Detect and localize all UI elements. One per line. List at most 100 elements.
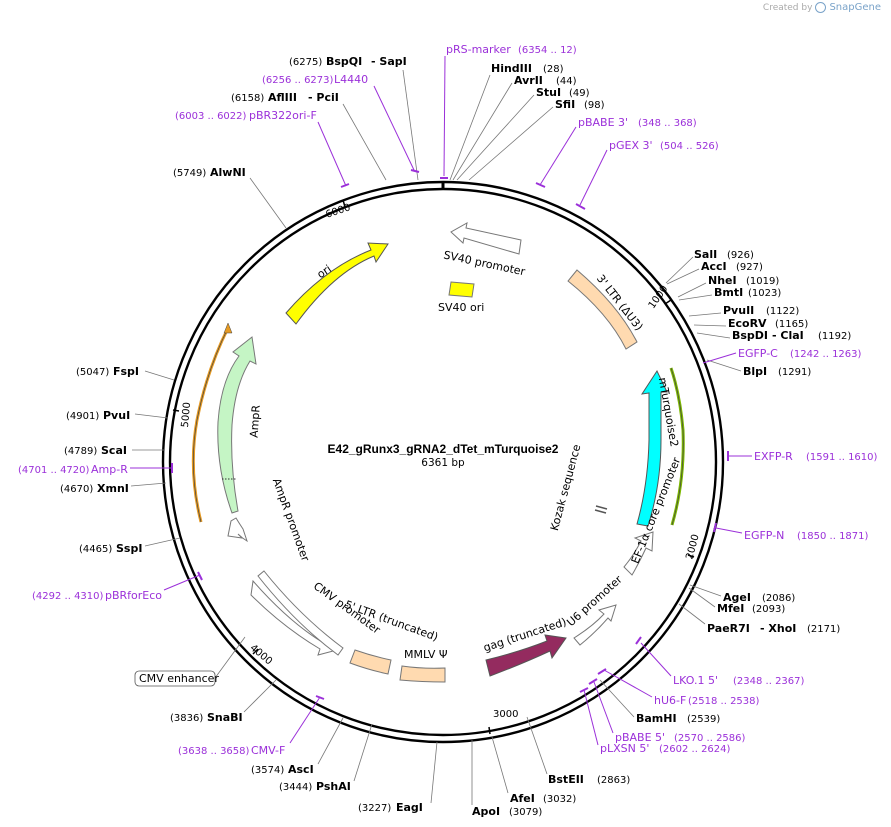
afliii-extra: - PciI bbox=[308, 91, 339, 104]
pbabe3-pos: (348 .. 368) bbox=[638, 118, 697, 129]
feature-sv40-ori[interactable]: SV40 ori bbox=[438, 281, 484, 314]
apoi-name: ApoI bbox=[472, 805, 500, 818]
tick-6000: 6000 bbox=[324, 202, 352, 220]
primer-egfp-n[interactable]: EGFP-N (1850 .. 1871) bbox=[713, 522, 869, 542]
site-paer7i[interactable]: PaeR7I - XhoI (2171) bbox=[678, 603, 840, 635]
afei-name: AfeI bbox=[510, 792, 535, 805]
site-bmti[interactable]: BmtI (1023) bbox=[678, 286, 781, 301]
site-snabi[interactable]: (3836) SnaBI bbox=[170, 679, 277, 724]
primer-lko1-5[interactable]: LKO.1 5' (2348 .. 2367) bbox=[635, 636, 805, 687]
site-stui[interactable]: StuI (49) bbox=[456, 86, 590, 181]
primer-exfp-r[interactable]: EXFP-R (1591 .. 1610) bbox=[727, 450, 878, 463]
acci-name: AccI bbox=[701, 260, 727, 273]
asci-pos: (3574) bbox=[251, 765, 284, 776]
feature-u6-promoter[interactable]: U6 promoter bbox=[564, 573, 625, 646]
primer-pgex3[interactable]: pGEX 3' (504 .. 526) bbox=[575, 139, 719, 210]
feature-kozak[interactable]: Kozak sequence bbox=[548, 443, 608, 532]
primer-amp-r[interactable]: (4701 .. 4720) Amp-R bbox=[18, 463, 173, 476]
feature-ampr[interactable]: AmpR bbox=[217, 336, 263, 514]
plasmid-backbone bbox=[161, 180, 725, 744]
site-sali[interactable]: SalI (926) bbox=[665, 248, 754, 284]
site-pvui[interactable]: (4901) PvuI bbox=[66, 409, 169, 422]
primer-l4440[interactable]: (6256 .. 6273) L4440 bbox=[262, 73, 420, 173]
plasmid-name: E42_gRunx3_gRNA2_dTet_mTurquoise2 bbox=[328, 442, 559, 456]
pbabe3-name: pBABE 3' bbox=[578, 116, 628, 129]
feature-sv40-promoter[interactable]: SV40 promoter bbox=[442, 222, 527, 279]
site-afliii[interactable]: (6158) AflIII - PciI bbox=[231, 91, 387, 181]
lko1-pos: (2348 .. 2367) bbox=[733, 676, 805, 687]
hindiii-pos: (28) bbox=[543, 64, 564, 75]
site-bsteii[interactable]: BstEII (2863) bbox=[526, 716, 630, 786]
egfpn-name: EGFP-N bbox=[744, 529, 784, 542]
site-xmni[interactable]: (4670) XmnI bbox=[60, 482, 167, 495]
egfpn-pos: (1850 .. 1871) bbox=[797, 531, 869, 542]
site-afei[interactable]: AfeI (3032) bbox=[491, 736, 576, 805]
primer-plxsn5[interactable]: pLXSN 5' (2602 .. 2624) bbox=[579, 687, 731, 755]
primer-pbabe3[interactable]: pBABE 3' (348 .. 368) bbox=[535, 116, 697, 188]
snabi-name: SnaBI bbox=[207, 711, 243, 724]
stui-pos: (49) bbox=[569, 88, 590, 99]
feature-cmv-enhancer[interactable]: CMV enhancer bbox=[134, 636, 246, 687]
site-nhei[interactable]: NheI (1019) bbox=[677, 274, 779, 298]
scai-pos: (4789) bbox=[64, 446, 97, 457]
site-scai[interactable]: (4789) ScaI bbox=[64, 444, 165, 457]
site-blpi[interactable]: BlpI (1291) bbox=[706, 359, 811, 378]
bspqi-name: BspQI bbox=[326, 55, 362, 68]
site-bamhi[interactable]: BamHI (2539) bbox=[599, 679, 720, 725]
tick-3000: 3000 bbox=[493, 709, 518, 720]
u6-label: U6 promoter bbox=[564, 573, 625, 630]
primer-hu6-f[interactable]: hU6-F (2518 .. 2538) bbox=[597, 668, 760, 707]
tick-5000: 5000 bbox=[180, 402, 193, 428]
bsteii-pos: (2863) bbox=[597, 775, 630, 786]
site-hindiii[interactable]: HindIII (28) bbox=[449, 62, 564, 181]
site-pvuii[interactable]: PvuII (1122) bbox=[688, 304, 799, 317]
feature-3ltr[interactable]: 3' LTR (ΔU3) bbox=[567, 269, 646, 350]
hu6f-name: hU6-F bbox=[654, 694, 686, 707]
site-sfii[interactable]: SfiI (98) bbox=[468, 98, 605, 181]
site-sspi[interactable]: (4465) SspI bbox=[79, 537, 181, 555]
egfpr-pos: (1591 .. 1610) bbox=[806, 452, 878, 463]
eagi-name: EagI bbox=[396, 801, 423, 814]
sfii-pos: (98) bbox=[584, 100, 605, 111]
avrii-name: AvrII bbox=[514, 74, 543, 87]
pbabe5-name: pBABE 5' bbox=[615, 731, 665, 744]
site-ecorv[interactable]: EcoRV (1165) bbox=[693, 317, 808, 330]
site-bspqi[interactable]: (6275) BspQI - SapI bbox=[289, 55, 419, 181]
primer-pbrforeco[interactable]: (4292 .. 4310) pBRforEco bbox=[32, 571, 203, 602]
site-fspi[interactable]: (5047) FspI bbox=[76, 365, 175, 381]
pvui-pos: (4901) bbox=[66, 411, 99, 422]
ecorv-pos: (1165) bbox=[775, 319, 808, 330]
site-pshai[interactable]: (3444) PshAI bbox=[279, 723, 373, 793]
site-alwni[interactable]: (5749) AlwNI bbox=[173, 166, 287, 229]
primer-pbr322ori-f[interactable]: (6003 .. 6022) pBR322ori-F bbox=[175, 109, 350, 188]
mfei-pos: (2093) bbox=[752, 604, 785, 615]
primer-pbabe5[interactable]: pBABE 5' (2570 .. 2586) bbox=[588, 678, 746, 744]
feature-gag[interactable]: gag (truncated) bbox=[482, 615, 568, 677]
l4440-name: L4440 bbox=[334, 73, 368, 86]
site-mfei[interactable]: MfeI (2093) bbox=[688, 587, 785, 615]
site-agei[interactable]: AgeI (2086) bbox=[689, 584, 795, 604]
pbr322-name: pBR322ori-F bbox=[249, 109, 317, 122]
feature-cmv-promoter[interactable]: CMV promoter bbox=[250, 570, 383, 656]
site-eagi[interactable]: (3227) EagI bbox=[358, 741, 438, 814]
feature-green-primer-arrow bbox=[669, 367, 685, 526]
sali-pos: (926) bbox=[727, 250, 754, 261]
fspi-name: FspI bbox=[113, 365, 139, 378]
pshai-name: PshAI bbox=[316, 780, 351, 793]
cmv-enhancer-label: CMV enhancer bbox=[139, 672, 219, 685]
site-acci[interactable]: AccI (927) bbox=[666, 260, 763, 285]
site-bspdi[interactable]: BspDI - ClaI (1192) bbox=[696, 329, 851, 342]
primer-cmv-f[interactable]: (3638 .. 3658) CMV-F bbox=[178, 695, 325, 757]
site-apoi[interactable]: ApoI (3079) bbox=[471, 740, 542, 818]
feature-ampr-promoter[interactable]: AmpR promoter bbox=[227, 476, 312, 563]
site-avrii[interactable]: AvrII (44) bbox=[452, 74, 577, 181]
primer-egfp-c[interactable]: EGFP-C (1242 .. 1263) bbox=[702, 347, 862, 364]
paer7i-name: PaeR7I bbox=[707, 622, 750, 635]
feature-ori[interactable]: ori bbox=[285, 242, 389, 325]
feature-mmlv[interactable]: MMLV Ψ bbox=[399, 648, 448, 683]
bspqi-extra: - SapI bbox=[371, 55, 407, 68]
site-asci[interactable]: (3574) AscI bbox=[251, 717, 344, 776]
egfpr-name: EXFP-R bbox=[754, 450, 793, 463]
avrii-pos: (44) bbox=[556, 76, 577, 87]
primer-prs-marker[interactable]: pRS-marker (6354 .. 12) bbox=[440, 43, 577, 179]
